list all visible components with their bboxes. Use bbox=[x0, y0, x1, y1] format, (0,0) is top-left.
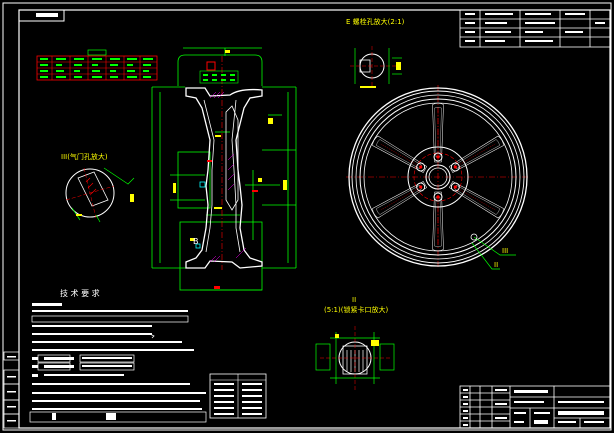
section-mark-b: B bbox=[193, 237, 199, 246]
top-right-table-text bbox=[465, 13, 605, 42]
view-iii-label: III(气门孔放大) bbox=[61, 152, 108, 161]
detail-ii-lock-view: II (5:1)(锁紧卡口放大) bbox=[315, 296, 395, 392]
technical-requirements: 技 术 要 求 bbox=[29, 288, 207, 423]
view-ii-roman: II bbox=[352, 296, 356, 304]
inner-border bbox=[18, 9, 611, 429]
view-e-label: E 螺栓孔放大(2:1) bbox=[346, 17, 405, 26]
drawing-number-box bbox=[18, 9, 65, 22]
detail-e-view: E 螺栓孔放大(2:1) bbox=[346, 17, 405, 88]
rim-cross-section-view: B bbox=[151, 47, 297, 291]
parameter-table bbox=[36, 49, 158, 81]
title-block bbox=[459, 385, 611, 429]
left-margin-blocks bbox=[3, 351, 20, 429]
wheel-mark-iii: III bbox=[502, 247, 508, 255]
tech-req-title: 技 术 要 求 bbox=[60, 288, 100, 298]
wheel-mark-ii: II bbox=[494, 261, 498, 269]
detail-iii-valve-view: III(气门孔放大) bbox=[61, 152, 135, 223]
drawing-number-fill bbox=[36, 13, 58, 17]
top-right-table bbox=[459, 9, 611, 48]
title-block-text bbox=[463, 389, 604, 426]
wheel-front-view: III II bbox=[346, 85, 530, 270]
view-ii-label: (5:1)(锁紧卡口放大) bbox=[324, 305, 388, 314]
small-data-table bbox=[209, 373, 267, 419]
